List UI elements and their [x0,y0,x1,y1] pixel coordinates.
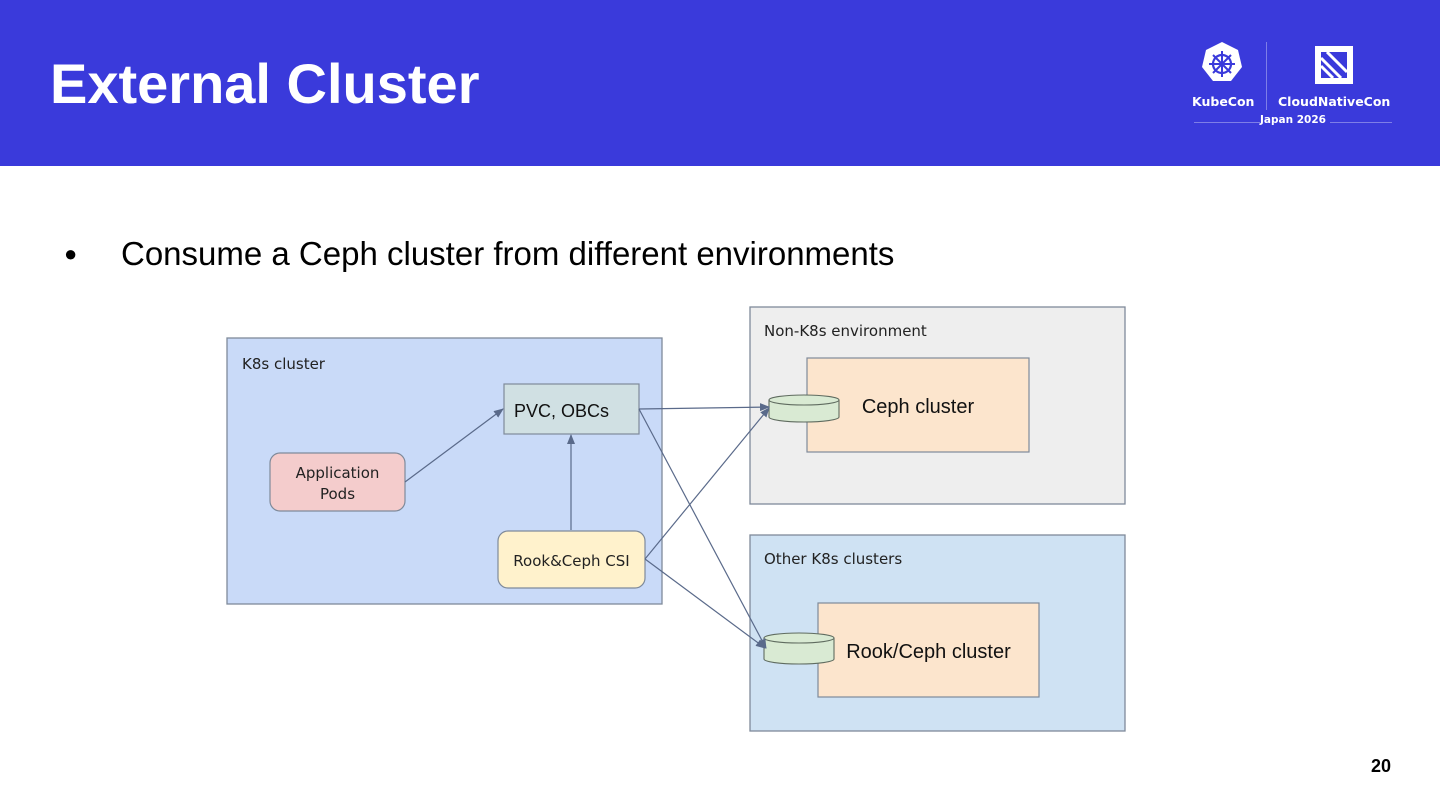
kubernetes-helm-icon [1202,42,1242,81]
rook-ceph-csi-label: Rook&Ceph CSI [513,552,629,570]
rook-ceph-cluster-label: Rook/Ceph cluster [846,641,1011,663]
rook-ceph-database-icon [763,632,835,665]
rook-ceph-cluster-node [817,602,1040,698]
page-number: 20 [1370,756,1391,776]
ceph-cluster-node [806,357,1030,453]
edge-pvc-to-ceph [638,403,770,412]
event-label: Japan 2026 [1260,114,1326,126]
pvc-obcs-node [503,383,640,435]
ceph-database-icon [768,394,840,423]
kubecon-cloudnativecon-logo: KubeCon CloudNativeCon Japan 2026 [1180,36,1400,136]
cloudnativecon-label: CloudNativeCon [1278,94,1391,109]
kubecon-label: KubeCon [1192,94,1255,109]
other-k8s-clusters-label: Other K8s clusters [764,550,902,568]
logo-underline-right [1330,122,1392,123]
k8s-cluster-label: K8s cluster [242,355,326,373]
header-bar: External Cluster KubeCon [0,0,1440,166]
edge-pvc-to-rook-ceph [638,408,767,649]
application-pods-label-line1: Application [296,464,380,482]
logo-underline-left [1194,122,1260,123]
edge-rook-csi-to-rook-ceph [644,558,766,649]
cncf-icon [1315,46,1353,84]
non-k8s-environment-label: Non-K8s environment [764,322,927,340]
bullet-text: Consume a Ceph cluster from different en… [121,235,895,272]
edge-rook-csi-to-ceph [644,407,770,560]
edge-app-pods-to-pvc [404,408,504,483]
page-title: External Cluster [50,52,480,115]
pvc-obcs-label: PVC, OBCs [514,401,609,421]
bullet-dot-icon: ● [64,241,78,266]
logo-divider [1266,42,1267,110]
application-pods-label-line2: Pods [320,485,355,503]
ceph-cluster-label: Ceph cluster [862,396,975,418]
